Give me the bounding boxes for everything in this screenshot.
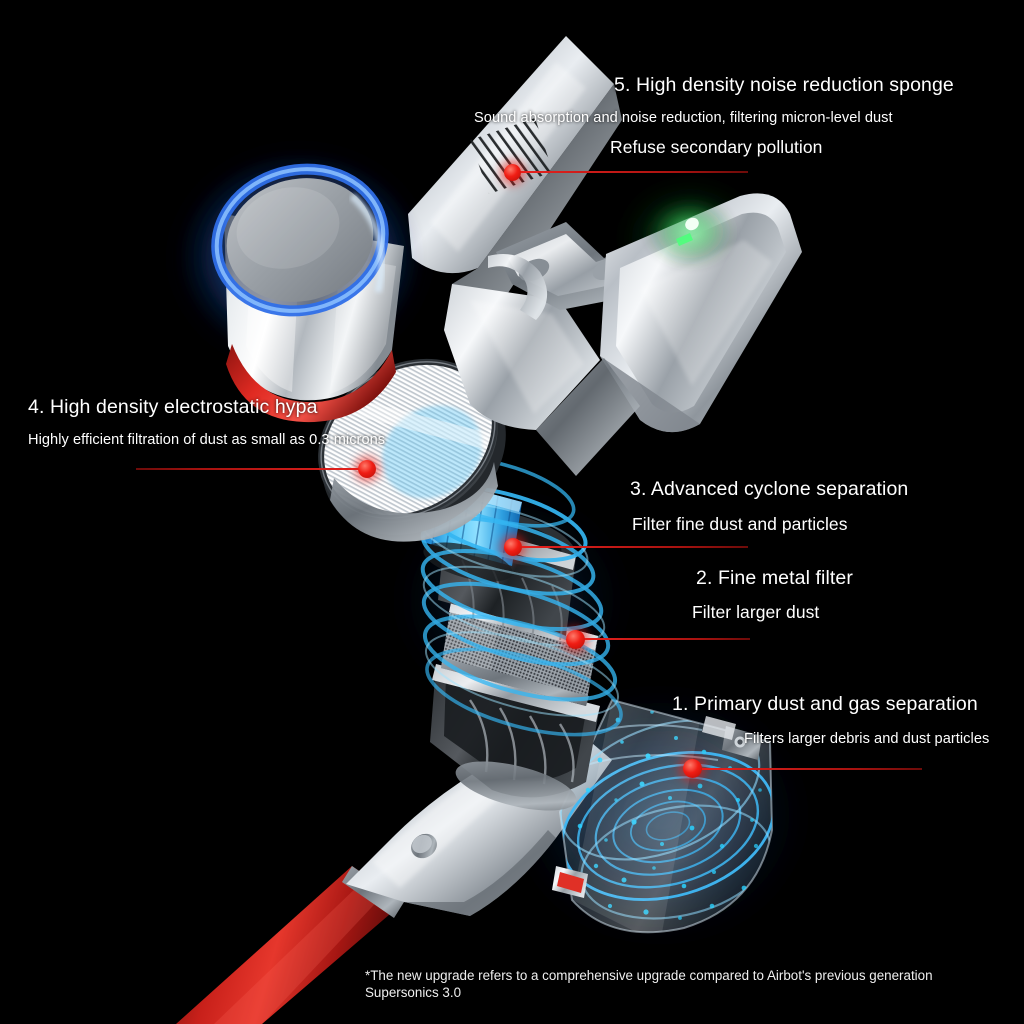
marker-2 (566, 630, 585, 649)
callout-5-sub1-wrap: Sound absorption and noise reduction, fi… (474, 110, 893, 126)
leader-line-2 (584, 638, 750, 640)
motor-body (408, 36, 802, 476)
callout-2: 2. Fine metal filter (696, 567, 853, 590)
callout-4: 4. High density electrostatic hypa (28, 396, 318, 419)
bin-latch (552, 866, 588, 898)
leader-line-4 (136, 468, 364, 470)
callout-2-sub1-wrap: Filter larger dust (692, 602, 819, 623)
footnote: *The new upgrade refers to a comprehensi… (365, 968, 933, 1000)
battery-led-indicator (644, 196, 736, 268)
callout-1: 1. Primary dust and gas separation (672, 693, 978, 716)
callout-2-sub1: Filter larger dust (692, 602, 820, 622)
marker-5 (504, 164, 521, 181)
motor-end-cap (176, 150, 424, 423)
callout-3-sub1: Filter fine dust and particles (632, 514, 848, 534)
bin-hinge (702, 716, 762, 760)
marker-4 (358, 460, 376, 478)
hepa-filter-disc (310, 358, 510, 542)
callout-4-sub1-wrap: Highly efficient filtration of dust as s… (28, 432, 385, 448)
callout-3-sub1-wrap: Filter fine dust and particles (632, 514, 848, 535)
marker-1 (683, 759, 702, 778)
leader-line-5 (520, 171, 748, 173)
leader-line-3 (522, 546, 748, 548)
callout-4-sub1: Highly efficient filtration of dust as s… (28, 432, 386, 448)
battery-pack (600, 193, 802, 433)
callout-4-title: 4. High density electrostatic hypa (28, 396, 318, 418)
callout-3: 3. Advanced cyclone separation (630, 478, 908, 501)
leader-line-1 (702, 768, 922, 770)
dust-bin (552, 698, 774, 934)
callout-5-sub2: Refuse secondary pollution (610, 137, 823, 157)
callout-1-title: 1. Primary dust and gas separation (672, 693, 978, 715)
callout-5-sub2-wrap: Refuse secondary pollution (610, 137, 822, 158)
callout-1-sub1: Filters larger debris and dust particles (744, 731, 990, 747)
callout-5-title: 5. High density noise reduction sponge (614, 74, 954, 96)
callout-1-sub1-wrap: Filters larger debris and dust particles (744, 731, 989, 747)
callout-5: 5. High density noise reduction sponge (614, 74, 954, 97)
callout-2-title: 2. Fine metal filter (696, 567, 853, 589)
callout-5-sub1: Sound absorption and noise reduction, fi… (474, 110, 893, 126)
marker-3 (504, 538, 522, 556)
callout-3-title: 3. Advanced cyclone separation (630, 478, 909, 500)
